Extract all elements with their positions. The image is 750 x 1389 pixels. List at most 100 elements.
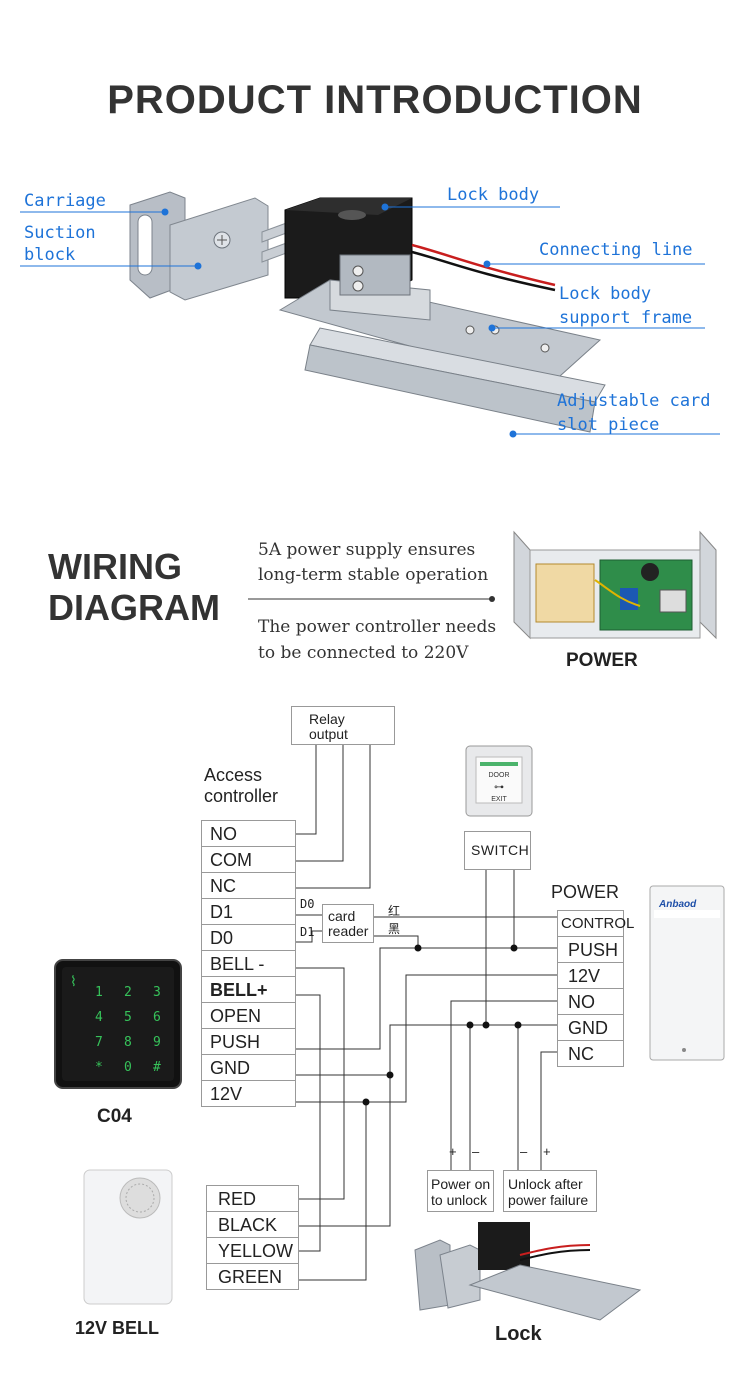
key-9: 9: [153, 1035, 161, 1050]
minus-marker-2: –: [520, 1144, 528, 1159]
relay-output-line2: output: [309, 726, 348, 742]
terminal-12v: 12V: [201, 1080, 296, 1107]
lock-support-frame: [278, 254, 602, 386]
keypad-keys: 1 2 3 4 5 6 7 8 9 * 0 #: [95, 985, 182, 1075]
suction-label-2: block: [24, 245, 76, 265]
page-title: PRODUCT INTRODUCTION: [107, 78, 643, 122]
key-hash: #: [153, 1060, 161, 1075]
bell-wire-green: GREEN: [206, 1263, 299, 1290]
terminal-com: COM: [201, 846, 296, 873]
wiring-title-1: WIRING: [48, 546, 182, 587]
key-7: 7: [95, 1035, 103, 1050]
door-exit-button: [465, 745, 533, 817]
card-reader-line2: reader: [328, 923, 369, 939]
key-8: 8: [124, 1035, 132, 1050]
power-terminal-12v: 12V: [557, 962, 624, 989]
c04-keypad: [54, 959, 182, 1089]
key-3: 3: [153, 985, 161, 1000]
keypad-caption: C04: [97, 1106, 132, 1127]
power-terminal-nc: NC: [557, 1040, 624, 1067]
bell-wire-block: RED BLACK YELLOW GREEN: [206, 1185, 299, 1290]
terminal-d0: D0: [201, 924, 296, 951]
bell-wire-red: RED: [206, 1185, 299, 1212]
carriage-label: Carriage: [24, 191, 106, 211]
card-reader-box: card reader: [322, 904, 374, 943]
power-supply-box: [649, 885, 725, 1061]
note1-line2: long-term stable operation: [258, 565, 489, 585]
terminal-bell-plus: BELL+: [201, 976, 296, 1003]
connecting-line-label: Connecting line: [539, 240, 693, 260]
card-reader-line1: card: [328, 908, 356, 924]
note2-line1: The power controller needs: [258, 617, 497, 637]
door-exit-text: DOOR ⊶ EXIT: [476, 770, 522, 806]
note1-line1: 5A power supply ensures: [258, 540, 476, 560]
support-frame-label-2: support frame: [559, 308, 693, 328]
bell-caption: 12V BELL: [75, 1318, 160, 1338]
key-star: *: [95, 1060, 103, 1075]
wiring-title-2: DIAGRAM: [48, 587, 220, 628]
black-wire: [411, 250, 556, 292]
black-wire-label: 黑: [388, 922, 401, 936]
terminal-open: OPEN: [201, 1002, 296, 1029]
key-2: 2: [124, 985, 132, 1000]
access-controller-label-1: Access: [204, 765, 263, 785]
card-slot-label-2: slot piece: [557, 415, 660, 435]
power-terminal-no: NO: [557, 988, 624, 1015]
lock-device: [414, 1222, 642, 1321]
unlock-after-line2: power failure: [508, 1192, 589, 1208]
power-on-unlock-box: Power on to unlock: [427, 1170, 494, 1212]
bell-wire-black: BLACK: [206, 1211, 299, 1238]
terminal-no: NO: [201, 820, 296, 847]
plus-marker-1: +: [449, 1144, 457, 1159]
power-terminal-block: CONTROL PUSH 12V NO GND NC: [557, 910, 634, 1067]
access-controller-label-2: controller: [204, 786, 279, 806]
key-0: 0: [124, 1060, 132, 1075]
unlock-after-failure-box: Unlock after power failure: [503, 1170, 597, 1212]
lock-caption: Lock: [495, 1323, 542, 1345]
power-terminal-control: CONTROL: [557, 910, 634, 937]
lock-body-label: Lock body: [447, 185, 540, 205]
red-wire-label: 红: [388, 904, 401, 918]
lock-product-illustration: [20, 191, 720, 438]
door-text: DOOR: [488, 772, 510, 779]
terminal-gnd: GND: [201, 1054, 296, 1081]
card-slot-piece: [304, 327, 606, 433]
relay-output-box: Relay output: [291, 706, 395, 745]
power-supply-photo: [248, 530, 717, 640]
unlock-after-line1: Unlock after: [508, 1176, 583, 1192]
bell-device: [83, 1169, 173, 1305]
key-4: 4: [95, 1010, 103, 1025]
d0-label: D0: [300, 897, 315, 911]
d1-label: D1: [300, 925, 315, 939]
key-icon: ⊶: [494, 782, 504, 793]
exit-text: EXIT: [491, 796, 507, 803]
power-on-line2: to unlock: [431, 1192, 488, 1208]
switch-box: SWITCH: [464, 831, 531, 870]
card-slot-label-1: Adjustable card: [557, 391, 711, 411]
card-swipe-icon: ⌇: [70, 974, 77, 990]
terminal-bell-minus: BELL -: [201, 950, 296, 977]
controller-terminal-block: NO COM NC D1 D0 BELL - BELL+ OPEN PUSH G…: [201, 820, 296, 1107]
red-wire: [411, 243, 556, 287]
power-terminal-gnd: GND: [557, 1014, 624, 1041]
relay-output-line1: Relay: [309, 711, 345, 727]
key-5: 5: [124, 1010, 132, 1025]
key-1: 1: [95, 985, 103, 1000]
minus-marker-1: –: [472, 1144, 480, 1159]
suction-block: [169, 197, 269, 301]
power-terminal-push: PUSH: [557, 936, 624, 963]
plus-marker-2: +: [543, 1144, 551, 1159]
power-caption: POWER: [566, 650, 638, 671]
bell-wire-yellow: YELLOW: [206, 1237, 299, 1264]
key-6: 6: [153, 1010, 161, 1025]
support-frame-label-1: Lock body: [559, 284, 652, 304]
power-block-label: POWER: [551, 882, 620, 902]
terminal-nc: NC: [201, 872, 296, 899]
terminal-d1: D1: [201, 898, 296, 925]
power-on-line1: Power on: [431, 1176, 491, 1192]
psu-brand-logo: Anbaod: [659, 899, 697, 910]
note2-line2: to be connected to 220V: [258, 643, 469, 663]
terminal-push: PUSH: [201, 1028, 296, 1055]
suction-label-1: Suction: [24, 223, 96, 243]
